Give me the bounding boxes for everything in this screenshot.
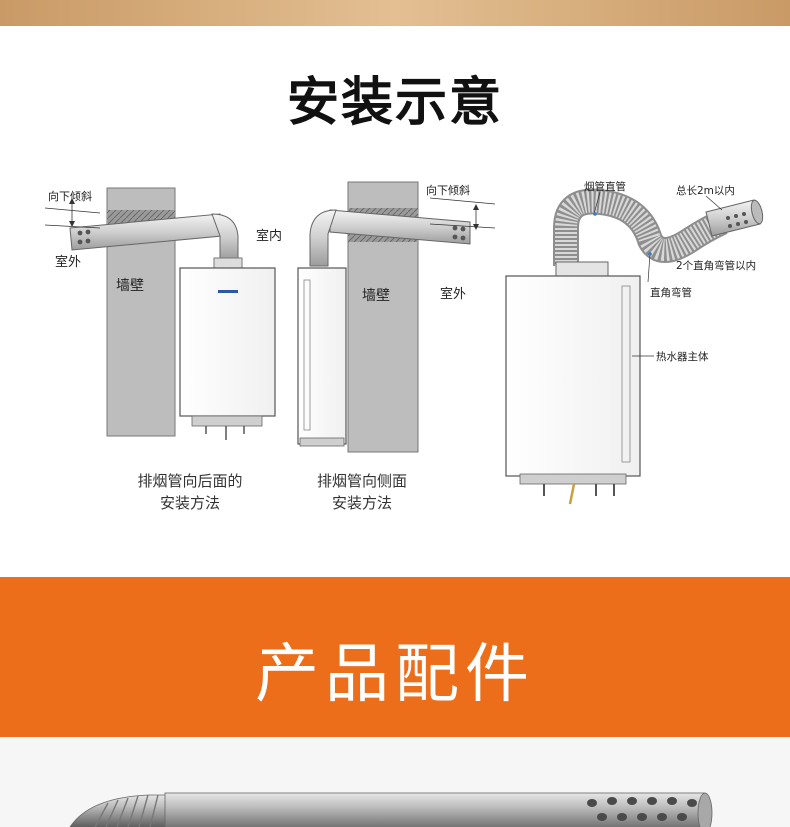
heater-3 (505, 275, 641, 477)
diagram-pipe-spec: 烟管直管 总长2m以内 2个直角弯管以内 直角弯管 热水器主体 (505, 180, 764, 505)
diagram3-elbow-label: 直角弯管 (650, 286, 692, 299)
diagram1-caption-line1: 排烟管向后面的 (137, 472, 243, 490)
diagram3-total-length-label: 总长2m以内 (676, 184, 735, 197)
diagram3-straight-pipe-label: 烟管直管 (584, 180, 626, 193)
flexible-pipe-outline (553, 188, 728, 266)
corrugated-section (69, 794, 171, 827)
diagram1-slope-label: 向下倾斜 (48, 189, 92, 203)
install-diagrams-illustration: 向下倾斜 室内 室外 墙壁 向下倾斜 墙壁 (44, 180, 764, 505)
diagram2-caption: 排烟管向侧面 安装方法 (282, 470, 442, 514)
accessory-pipe-image (69, 792, 713, 827)
top-decorative-band (0, 0, 790, 26)
diagram-side-exhaust: 向下倾斜 墙壁 室外 (297, 181, 496, 453)
accessory-product-area (0, 737, 790, 827)
diagram1-indoor-label: 室内 (256, 228, 282, 244)
diagram2-slope-label: 向下倾斜 (426, 183, 470, 197)
elbow-pipe-2 (309, 209, 337, 267)
straight-tube (164, 792, 706, 827)
diagram3-main-body-label: 热水器主体 (656, 350, 709, 363)
diagram2-outdoor-label: 室外 (440, 286, 466, 302)
diagram2-wall-label: 墙壁 (362, 288, 390, 304)
diagram1-caption-line2: 安装方法 (159, 494, 220, 512)
accessories-banner (0, 577, 790, 737)
accessories-title: 产品配件 (255, 638, 535, 712)
heater-2 (297, 267, 347, 445)
diagram2-caption-line2: 安装方法 (331, 494, 392, 512)
diagram1-outdoor-label: 室外 (55, 254, 81, 270)
install-diagrams: 向下倾斜 室内 室外 墙壁 向下倾斜 墙壁 (0, 170, 790, 530)
diagram-rear-exhaust: 向下倾斜 室内 室外 墙壁 (44, 187, 282, 440)
install-section-title: 安装示意 (286, 73, 503, 133)
diagram1-wall-label: 墙壁 (116, 278, 144, 294)
diagram2-caption-line1: 排烟管向侧面 (316, 472, 407, 490)
diagram1-caption: 排烟管向后面的 安装方法 (100, 470, 280, 514)
diagram3-elbow-count-label: 2个直角弯管以内 (676, 259, 756, 272)
